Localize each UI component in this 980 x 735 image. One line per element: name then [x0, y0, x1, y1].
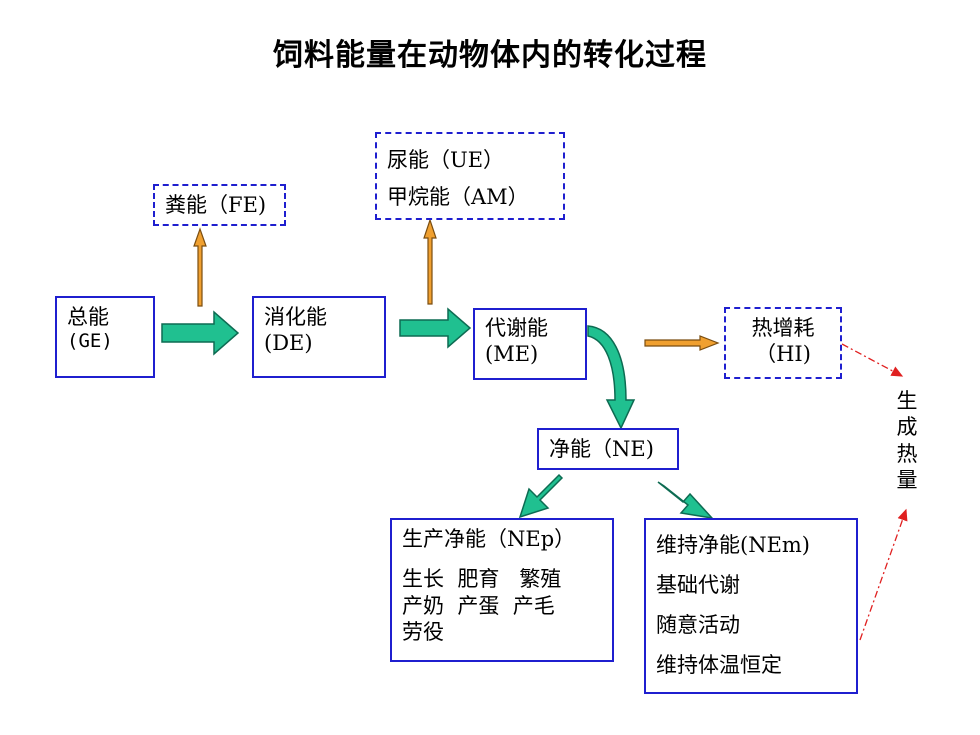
heat-production-label: 生 成 热 量: [893, 388, 921, 493]
node-nep: 生产净能（NEp） 生长 肥育 繁殖 产奶 产蛋 产毛 劳役: [390, 518, 614, 662]
node-nem-item-basal: 基础代谢: [656, 572, 740, 597]
arrow-nem-to-heat: [859, 508, 908, 641]
node-de: 消化能 (DE): [252, 296, 386, 378]
node-hi-line2: （HI): [755, 342, 811, 367]
heat-label-char-4: 量: [896, 467, 918, 492]
arrow-de-to-me: [399, 307, 472, 349]
node-de-line2: (DE): [264, 331, 313, 356]
heat-label-char-1: 生: [896, 389, 918, 413]
node-nem-item-activity: 随意活动: [656, 612, 740, 637]
node-me-line1: 代谢能: [485, 316, 548, 340]
node-ue-line: 尿能（UE）: [387, 148, 505, 172]
heat-label-char-3: 热: [896, 441, 918, 466]
heat-label-char-2: 成: [896, 415, 918, 440]
node-fe: 粪能（FE): [153, 184, 286, 226]
node-ne-label: 净能（NE): [549, 437, 654, 461]
node-me-line2: (ME): [485, 342, 539, 367]
node-nem-title: 维持净能(NEm): [656, 533, 811, 557]
arrow-ge-to-de: [161, 310, 240, 356]
node-ge: 总能 (GE): [55, 296, 155, 378]
node-ge-line1: 总能: [67, 305, 109, 329]
node-ue-am: 尿能（UE） 甲烷能（AM）: [375, 132, 565, 220]
node-de-line1: 消化能: [264, 305, 327, 329]
arrow-hi-to-heat: [841, 343, 904, 377]
node-nem-item-temperature: 维持体温恒定: [656, 652, 782, 677]
arrow-me-to-ne: [587, 325, 636, 430]
node-me: 代谢能 (ME): [473, 308, 587, 380]
node-ge-line2: (GE): [67, 330, 113, 353]
arrow-ne-to-nep: [518, 473, 564, 519]
node-hi: 热增耗 （HI): [724, 307, 842, 379]
node-nep-line1: 生长 肥育 繁殖: [402, 567, 562, 592]
arrow-to-ue-am: [423, 218, 437, 305]
node-nep-line2: 产奶 产蛋 产毛: [402, 593, 555, 618]
node-nep-line3: 劳役: [402, 619, 444, 644]
arrow-ne-to-nem: [657, 481, 715, 520]
arrow-to-fe: [193, 227, 207, 307]
node-nem: 维持净能(NEm) 基础代谢 随意活动 维持体温恒定: [644, 518, 858, 694]
node-am-line: 甲烷能（AM）: [387, 184, 529, 209]
page-title: 饲料能量在动物体内的转化过程: [273, 38, 707, 73]
arrow-to-hi: [644, 335, 720, 351]
node-ne: 净能（NE): [537, 428, 679, 470]
node-nep-title: 生产净能（NEp）: [402, 527, 576, 551]
node-fe-label: 粪能（FE): [165, 193, 267, 217]
node-hi-line1: 热增耗: [751, 316, 815, 340]
